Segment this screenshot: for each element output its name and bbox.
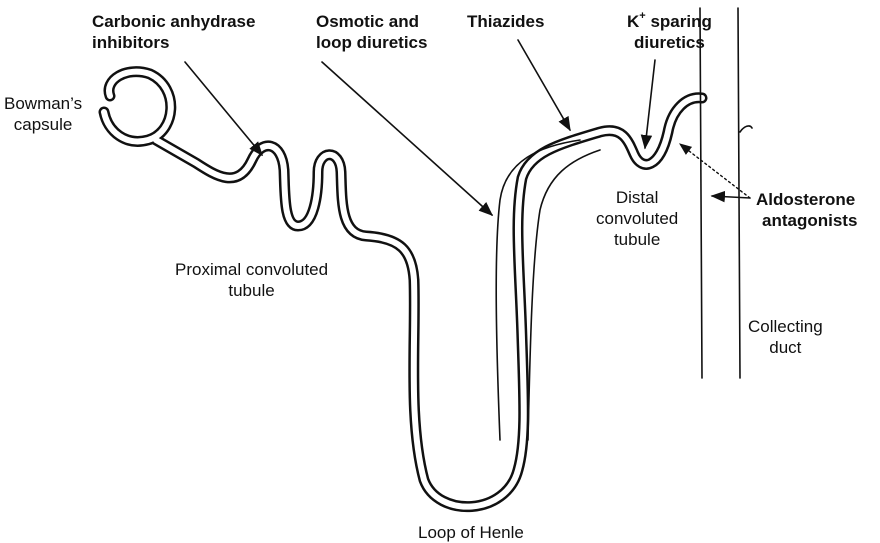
collecting-duct-left-wall xyxy=(700,8,702,378)
label-k-sparing-line2: diuretics xyxy=(627,32,712,53)
arrow-ksparing xyxy=(645,60,655,148)
label-osmotic-loop-diuretics: Osmotic and loop diuretics xyxy=(316,11,427,53)
collecting-duct-right-wall xyxy=(738,8,740,378)
label-aldosterone-line2: antagonists xyxy=(762,210,857,231)
collecting-duct-branch xyxy=(740,126,752,132)
label-distal-convoluted-tubule: Distal convoluted tubule xyxy=(596,187,678,250)
label-thiazides-text: Thiazides xyxy=(467,12,544,31)
thick-ascending-limb xyxy=(496,140,580,440)
label-bowman-line2: capsule xyxy=(4,114,82,135)
label-bowmans-capsule: Bowman’s capsule xyxy=(4,93,82,135)
label-bowman-line1: Bowman’s xyxy=(4,93,82,114)
arrow-thiazides xyxy=(518,40,570,130)
label-aldosterone-antagonists: Aldosterone antagonists xyxy=(756,189,857,231)
label-carbonic-line1: Carbonic anhydrase xyxy=(92,11,255,32)
arrow-aldosterone-solid xyxy=(712,196,750,198)
thick-ascending-limb-inner xyxy=(528,150,600,440)
label-proximal-convoluted-tubule: Proximal convoluted tubule xyxy=(175,259,328,301)
label-collecting-line1: Collecting xyxy=(748,316,823,337)
label-carbonic-line2: inhibitors xyxy=(92,32,255,53)
arrow-carbonic xyxy=(185,62,262,155)
arrow-osmotic xyxy=(322,62,492,215)
label-distal-line3: tubule xyxy=(596,229,678,250)
label-k-sparing-word: sparing xyxy=(646,12,712,31)
label-collecting-duct: Collecting duct xyxy=(748,316,823,358)
label-distal-line1: Distal xyxy=(596,187,678,208)
label-thiazides: Thiazides xyxy=(467,11,544,32)
label-distal-line2: convoluted xyxy=(596,208,678,229)
label-loop-of-henle: Loop of Henle xyxy=(418,522,524,543)
label-proximal-line2: tubule xyxy=(175,280,328,301)
label-proximal-line1: Proximal convoluted xyxy=(175,259,328,280)
label-k-plus: + xyxy=(639,10,645,22)
label-osmotic-line1: Osmotic and xyxy=(316,11,427,32)
label-aldosterone-line1: Aldosterone xyxy=(756,189,857,210)
label-osmotic-line2: loop diuretics xyxy=(316,32,427,53)
label-loop-text: Loop of Henle xyxy=(418,523,524,542)
label-carbonic-anhydrase-inhibitors: Carbonic anhydrase inhibitors xyxy=(92,11,255,53)
label-k-sparing-diuretics: K+ sparing diuretics xyxy=(627,11,712,53)
label-collecting-line2: duct xyxy=(748,337,823,358)
label-k-symbol: K xyxy=(627,12,639,31)
